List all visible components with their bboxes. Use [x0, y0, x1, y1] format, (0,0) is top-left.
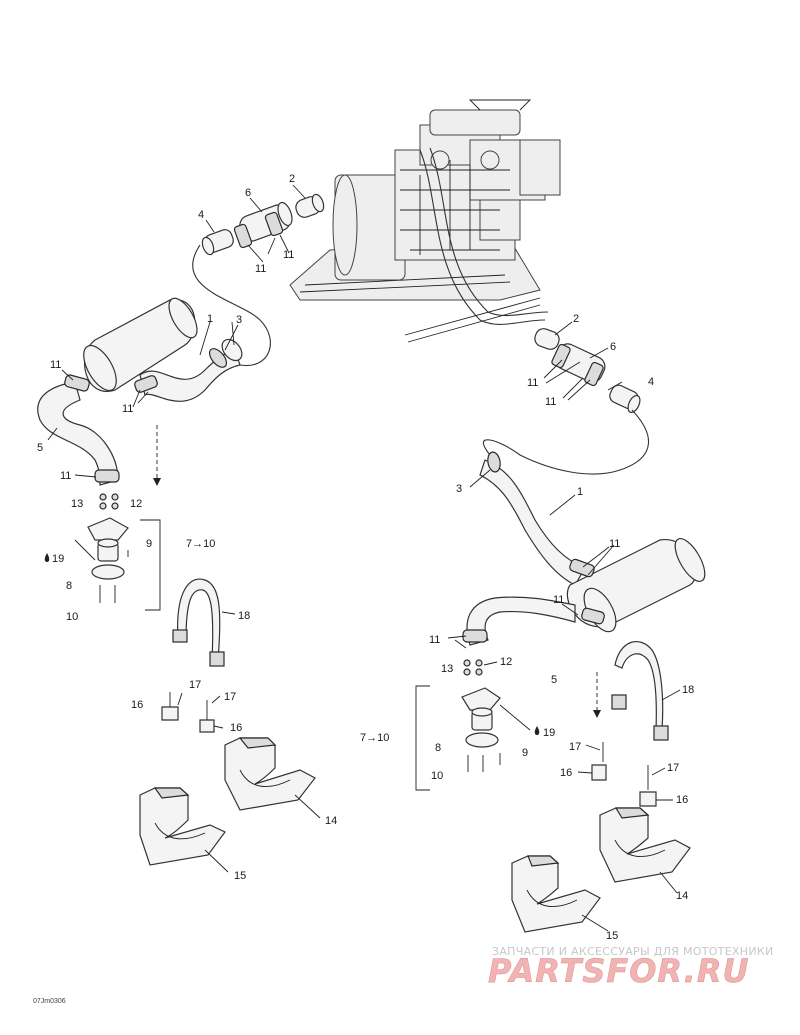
right-adapter-4 [609, 384, 641, 414]
right-coupling-2 [534, 328, 560, 350]
right-hose-5 [466, 596, 576, 646]
right-block-14 [599, 807, 691, 883]
callout-l-1: 1 [207, 313, 213, 325]
callout-r-6: 6 [610, 341, 616, 353]
callout-r-14: 14 [676, 890, 688, 902]
callout-r-18: 18 [682, 684, 694, 696]
right-oil-icon-19 [534, 726, 540, 735]
left-block-14 [224, 737, 316, 811]
left-clamps-3 [208, 338, 243, 368]
callout-l-13: 13 [71, 498, 83, 510]
watermark-logo: PARTSFOR.RU [488, 952, 749, 990]
right-exhaust-assembly [415, 321, 706, 933]
right-hose-1 [479, 459, 586, 586]
callout-l-5: 5 [37, 442, 43, 454]
callout-l-11b: 11 [283, 249, 294, 261]
right-clamps-3 [487, 451, 501, 473]
callout-l-17a: 17 [189, 679, 201, 691]
callout-r-1: 1 [577, 486, 583, 498]
callout-r-11b: 11 [545, 396, 556, 408]
callout-l-14: 14 [325, 815, 337, 827]
callout-r-17b: 17 [667, 762, 679, 774]
callout-l-11d: 11 [122, 403, 133, 415]
right-brackets-16-17 [591, 742, 657, 807]
right-strap-18 [611, 641, 669, 741]
callout-r-16b: 16 [676, 794, 688, 806]
left-clamps-11-top [233, 211, 284, 249]
left-block-15 [139, 787, 226, 866]
callout-r-12: 12 [500, 656, 512, 668]
callout-r-3: 3 [456, 483, 462, 495]
callout-l-17b: 17 [224, 691, 236, 703]
callout-r-8: 8 [435, 742, 441, 754]
engine-assembly [289, 99, 561, 343]
callout-r-11e: 11 [429, 634, 440, 646]
callout-r-11c: 11 [609, 538, 620, 550]
callout-r-4: 4 [648, 376, 654, 388]
callout-l-16a: 16 [131, 699, 143, 711]
callout-l-6: 6 [245, 187, 251, 199]
right-outlet-8 [461, 687, 501, 748]
callout-r-11d: 11 [553, 594, 564, 606]
callout-l-8: 8 [66, 580, 72, 592]
left-exhaust-assembly [37, 184, 325, 873]
callout-l-18: 18 [238, 610, 250, 622]
callout-r-2: 2 [573, 313, 579, 325]
callout-l-2: 2 [289, 173, 295, 185]
diagram-code: 07Jm0306 [33, 998, 66, 1005]
left-oil-icon-19 [44, 553, 50, 562]
callout-l-12: 12 [130, 498, 142, 510]
callout-l-11c: 11 [50, 359, 61, 371]
callout-r-7to10: 7→10 [360, 732, 389, 744]
callout-l-15: 15 [234, 870, 246, 882]
callout-l-4: 4 [198, 209, 204, 221]
left-strap-18 [172, 578, 225, 667]
right-block-15 [511, 855, 601, 933]
left-clamps-11-lower [64, 374, 158, 483]
left-brackets-16-17 [161, 692, 215, 733]
callout-r-5: 5 [551, 674, 557, 686]
callout-l-10: 10 [66, 611, 78, 623]
callout-l-19: 19 [52, 553, 64, 565]
watermark-tagline: ЗАПЧАСТИ И АКСЕССУАРЫ ДЛЯ МОТОТЕХНИКИ [492, 945, 774, 958]
callout-r-9: 9 [522, 747, 528, 759]
callout-r-10: 10 [431, 770, 443, 782]
right-clamp-11-mid [569, 558, 595, 578]
callout-r-19: 19 [543, 727, 555, 739]
callout-l-16b: 16 [230, 722, 242, 734]
callout-l-3: 3 [236, 314, 242, 326]
callout-labels: 2 6 4 11 11 1 3 11 11 5 11 13 12 19 9 8 … [37, 173, 694, 942]
callout-r-15: 15 [606, 930, 618, 942]
callout-r-13: 13 [441, 663, 453, 675]
callout-l-9: 9 [146, 538, 152, 550]
right-washers-12-13 [463, 659, 483, 676]
left-washers-12-13 [99, 493, 119, 510]
callout-r-17a: 17 [569, 741, 581, 753]
callout-r-16a: 16 [560, 767, 572, 779]
callout-l-11a: 11 [255, 263, 266, 275]
callout-r-11a: 11 [527, 377, 538, 389]
left-outlet-8 [87, 517, 129, 580]
callout-l-7to10: 7→10 [186, 538, 215, 550]
left-coupling-2 [295, 193, 325, 218]
left-muffler [83, 297, 198, 393]
right-clamps-11-lower [462, 607, 605, 643]
left-adapter-4 [201, 229, 234, 256]
callout-l-11e: 11 [60, 470, 71, 482]
